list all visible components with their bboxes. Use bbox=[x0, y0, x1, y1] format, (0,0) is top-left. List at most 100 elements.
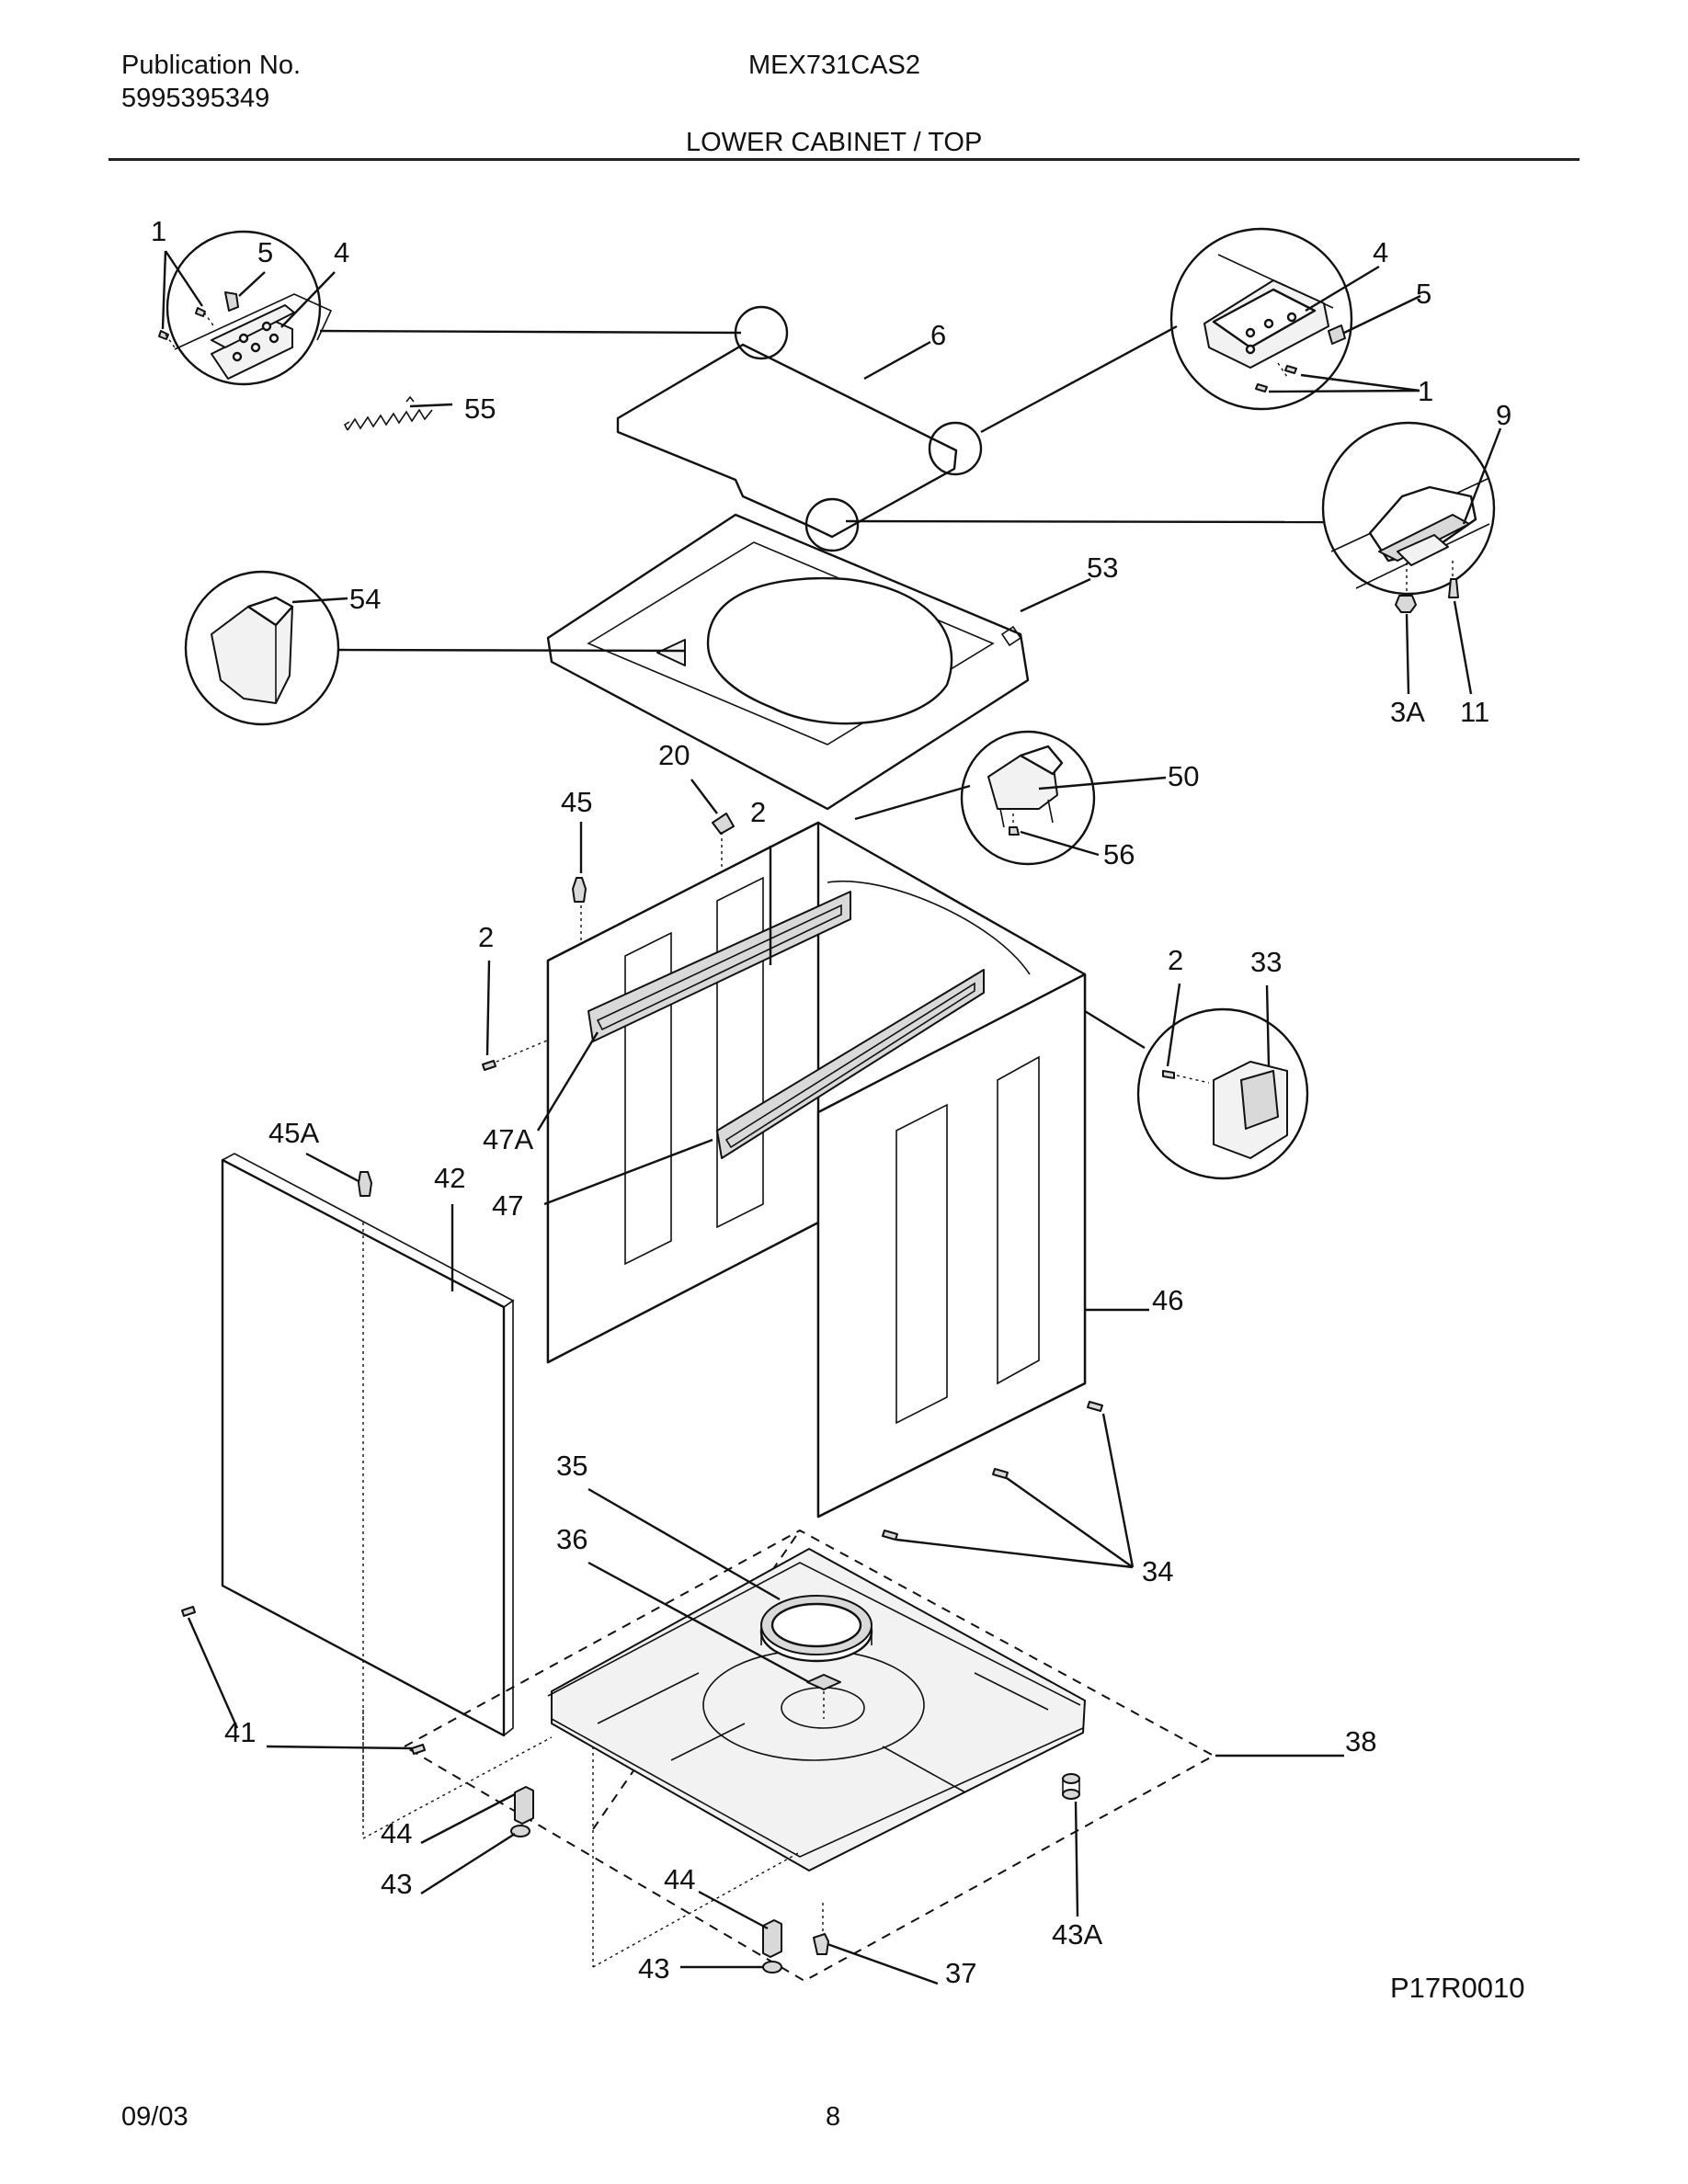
callout-41: 41 bbox=[224, 1716, 256, 1748]
spring-part-55 bbox=[343, 395, 433, 431]
seal-part-35 bbox=[759, 1595, 873, 1663]
callout-53: 53 bbox=[1087, 552, 1118, 584]
callout-20: 20 bbox=[658, 739, 690, 771]
leader-detail-54 bbox=[337, 648, 685, 653]
screws-part-41 bbox=[181, 1606, 426, 1755]
leader-6 bbox=[863, 340, 931, 381]
model-number: MEX731CAS2 bbox=[748, 51, 920, 80]
callout-2b: 2 bbox=[750, 796, 766, 828]
callout-1b: 1 bbox=[1418, 375, 1433, 407]
foot-part-43A bbox=[1062, 1773, 1080, 1800]
pad-part-36 bbox=[806, 1674, 841, 1719]
leader-33 bbox=[1265, 984, 1271, 1067]
callout-45: 45 bbox=[561, 786, 592, 818]
leader-34c bbox=[895, 1538, 1134, 1569]
leader-53 bbox=[1020, 577, 1091, 613]
callout-43b: 43 bbox=[638, 1952, 669, 1985]
top-panel-part-53 bbox=[546, 513, 1030, 811]
callout-37: 37 bbox=[945, 1957, 976, 1989]
page-number: 8 bbox=[826, 2102, 841, 2132]
side-panel-part-42 bbox=[221, 1153, 515, 1820]
leader-20 bbox=[690, 779, 718, 814]
leader-43a bbox=[420, 1832, 516, 1895]
leader-34a bbox=[1101, 1413, 1135, 1568]
callout-1a: 1 bbox=[151, 215, 166, 247]
publication-number: 5995395349 bbox=[121, 84, 270, 113]
detail-latch bbox=[960, 730, 1096, 866]
leader-1b-b bbox=[1268, 389, 1420, 393]
leader-2c bbox=[1166, 983, 1181, 1067]
footer-date: 09/03 bbox=[121, 2102, 188, 2132]
leg-part-44a bbox=[514, 1786, 534, 1825]
callout-38: 38 bbox=[1345, 1725, 1376, 1757]
callout-9: 9 bbox=[1496, 399, 1511, 431]
callout-4b: 4 bbox=[1373, 236, 1388, 268]
callout-35: 35 bbox=[556, 1450, 587, 1482]
leader-34b bbox=[1006, 1477, 1134, 1568]
callout-47A: 47A bbox=[483, 1123, 533, 1155]
screw-part-37 bbox=[813, 1903, 829, 1955]
publication-label: Publication No. bbox=[121, 51, 302, 80]
section-title: LOWER CABINET / TOP bbox=[686, 128, 983, 157]
leader-1a bbox=[161, 250, 167, 330]
foot-part-43a bbox=[510, 1825, 530, 1837]
screw-part-2a bbox=[482, 1040, 548, 1071]
leader-4b bbox=[1305, 265, 1380, 313]
callout-54: 54 bbox=[349, 583, 381, 615]
leader-3A bbox=[1405, 613, 1410, 695]
plug-part-45A bbox=[358, 1171, 372, 1197]
callout-36: 36 bbox=[556, 1523, 587, 1555]
callout-44b: 44 bbox=[664, 1863, 695, 1895]
callout-55: 55 bbox=[464, 392, 496, 425]
callout-46: 46 bbox=[1152, 1284, 1183, 1316]
leader-44a bbox=[420, 1792, 516, 1845]
foot-part-43b bbox=[762, 1961, 782, 1974]
leader-detail-33 bbox=[1084, 1009, 1146, 1050]
leader-45A bbox=[305, 1152, 359, 1183]
callout-43a: 43 bbox=[381, 1868, 412, 1900]
brace-part-47A bbox=[587, 891, 851, 1042]
leader-50 bbox=[1038, 776, 1167, 791]
leader-1b bbox=[1300, 373, 1420, 392]
detail-hinge-right bbox=[1169, 227, 1353, 411]
leader-11 bbox=[1453, 600, 1473, 695]
callout-56: 56 bbox=[1103, 838, 1135, 870]
callout-2a: 2 bbox=[478, 921, 494, 953]
callout-44a: 44 bbox=[381, 1817, 412, 1849]
leader-41b bbox=[266, 1745, 413, 1750]
callout-3A: 3A bbox=[1390, 696, 1425, 728]
callout-5b: 5 bbox=[1416, 278, 1431, 310]
leader-35 bbox=[587, 1487, 781, 1601]
leader-detail-right bbox=[980, 324, 1178, 434]
leader-5a bbox=[238, 271, 266, 297]
callout-42: 42 bbox=[434, 1162, 465, 1194]
callout-43A: 43A bbox=[1052, 1918, 1102, 1951]
leader-9 bbox=[1462, 427, 1502, 525]
plug-part-45 bbox=[572, 877, 587, 947]
figure-code: P17R0010 bbox=[1390, 1972, 1525, 2004]
lid-part-6 bbox=[616, 305, 983, 552]
header-rule bbox=[108, 158, 1580, 161]
callout-47: 47 bbox=[492, 1189, 523, 1222]
callout-50: 50 bbox=[1168, 760, 1199, 792]
callout-45A: 45A bbox=[268, 1117, 319, 1149]
leader-2a bbox=[485, 960, 491, 1056]
detail-lid-switch bbox=[1321, 421, 1496, 613]
leader-41a bbox=[187, 1617, 239, 1729]
leader-detail-lidswitch bbox=[845, 519, 1325, 524]
leg-part-44b bbox=[762, 1919, 782, 1958]
leader-detail-latch bbox=[854, 784, 971, 821]
detail-hinge-left bbox=[158, 230, 333, 386]
leader-47 bbox=[543, 1138, 713, 1206]
leader-56 bbox=[1020, 830, 1100, 857]
base-part-38 bbox=[362, 1529, 1216, 1983]
callout-2c: 2 bbox=[1168, 944, 1183, 976]
callout-33: 33 bbox=[1250, 946, 1282, 978]
brace-part-47 bbox=[716, 969, 985, 1159]
callout-34: 34 bbox=[1142, 1555, 1173, 1587]
callout-11: 11 bbox=[1460, 696, 1489, 728]
leader-43A bbox=[1074, 1801, 1079, 1917]
leader-detail-left bbox=[319, 329, 742, 335]
leader-54 bbox=[291, 597, 348, 604]
